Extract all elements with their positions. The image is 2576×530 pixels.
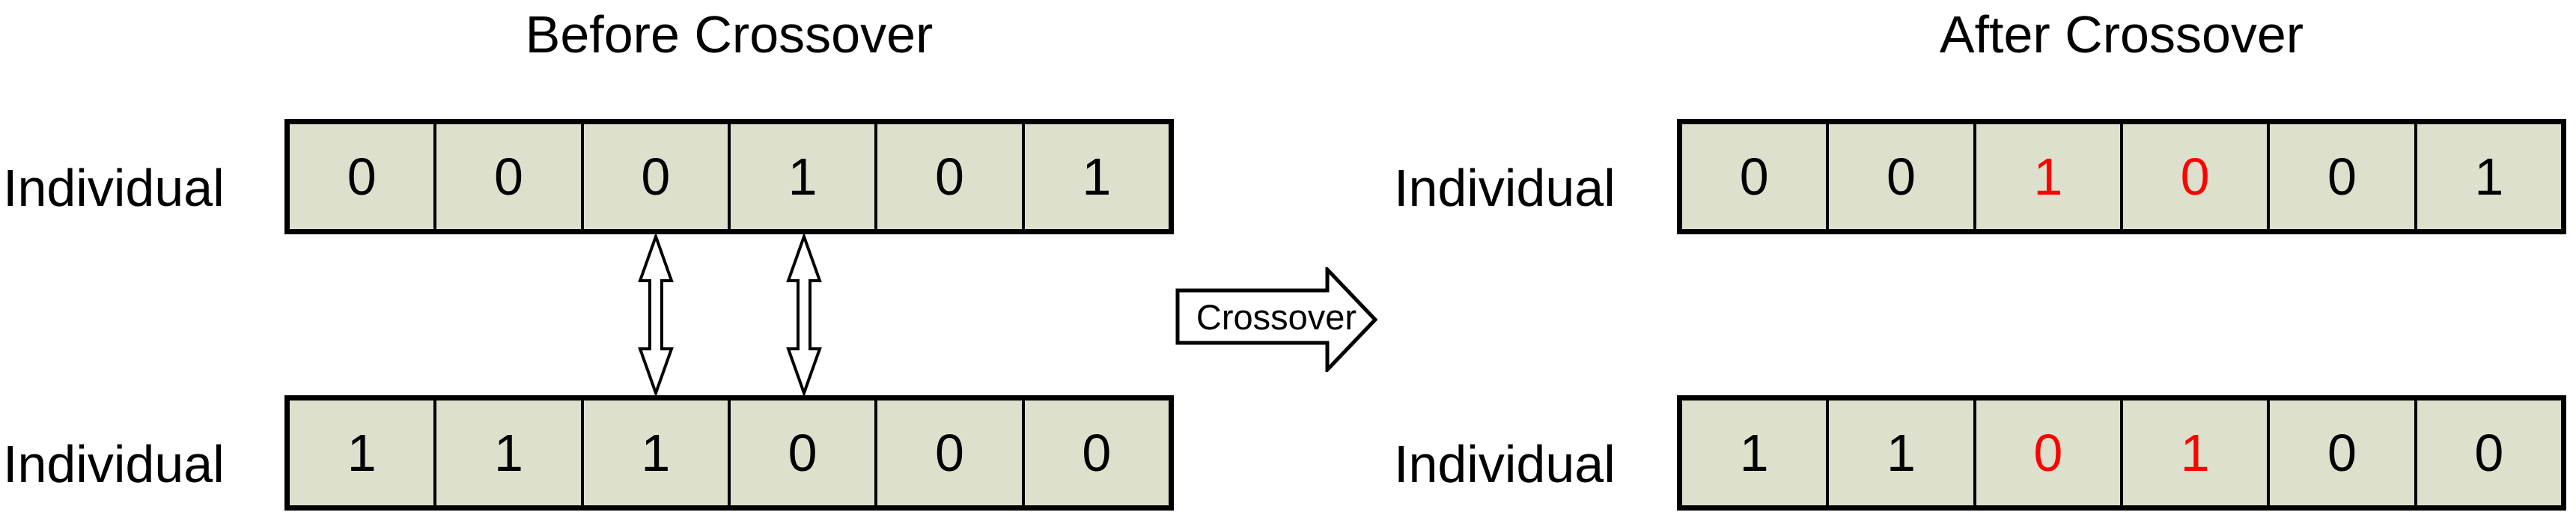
swap-arrow-icon (786, 234, 822, 395)
crossover-arrow: Crossover (1175, 267, 1377, 372)
gene-cell: 0 (1682, 124, 1830, 229)
gene-cell: 0 (1024, 400, 1169, 505)
individual-label: Individual (1394, 159, 1616, 217)
right-block-arrow-icon (1175, 267, 1377, 372)
gene-cell: 1 (436, 400, 584, 505)
gene-cell: 1 (1976, 124, 2123, 229)
before-crossover-title: Before Crossover (525, 5, 934, 64)
swap-arrow-icon (638, 234, 674, 395)
gene-cell: 1 (2122, 400, 2271, 505)
gene-cell: 1 (1682, 400, 1830, 505)
gene-cell: 1 (1024, 124, 1169, 229)
crossover-arrow-label: Crossover (1196, 296, 1357, 337)
gene-cell: 1 (2417, 124, 2561, 229)
gene-cell: 0 (1829, 124, 1976, 229)
gene-cell: 1 (730, 124, 878, 229)
gene-cell: 0 (583, 124, 731, 229)
individual-label: Individual (1394, 435, 1616, 493)
individual-label: Individual (3, 435, 225, 493)
after-crossover-title: After Crossover (1939, 5, 2304, 64)
gene-cell: 0 (877, 400, 1025, 505)
gene-cell: 0 (2122, 124, 2271, 229)
chromosome-row-before-bottom: 1 1 1 0 0 0 (284, 395, 1174, 511)
individual-label: Individual (3, 159, 225, 217)
gene-cell: 0 (2417, 400, 2561, 505)
gene-cell: 0 (436, 124, 584, 229)
gene-cell: 0 (290, 124, 437, 229)
chromosome-row-before-top: 0 0 0 1 0 1 (284, 119, 1174, 234)
chromosome-row-after-top: 0 0 1 0 0 1 (1677, 119, 2566, 234)
gene-cell: 1 (290, 400, 437, 505)
gene-cell: 1 (1829, 400, 1976, 505)
gene-cell: 1 (583, 400, 731, 505)
gene-cell: 0 (2270, 400, 2417, 505)
gene-cell: 0 (1976, 400, 2123, 505)
chromosome-row-after-bottom: 1 1 0 1 0 0 (1677, 395, 2566, 511)
gene-cell: 0 (2270, 124, 2417, 229)
gene-cell: 0 (730, 400, 878, 505)
gene-cell: 0 (877, 124, 1025, 229)
